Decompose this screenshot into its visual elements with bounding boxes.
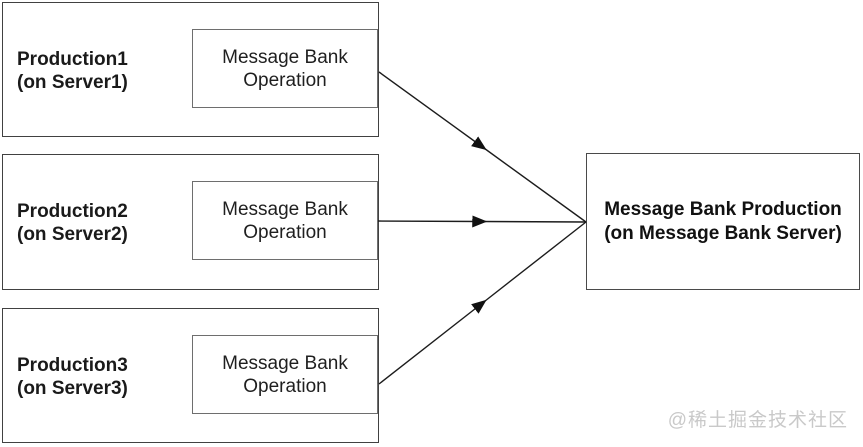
production1-label: Production1 (on Server1) [17, 47, 128, 93]
production3-box: Production3 (on Server3) Message Bank Op… [2, 308, 379, 443]
production1-operation-box: Message Bank Operation [192, 29, 378, 108]
operation-label-line2: Operation [243, 69, 327, 91]
production2-location: (on Server2) [17, 223, 128, 245]
message-bank-production-box: Message Bank Production (on Message Bank… [586, 153, 860, 290]
production2-operation-box: Message Bank Operation [192, 181, 378, 260]
operation-label-line2: Operation [243, 221, 327, 243]
operation-label-line1: Message Bank [222, 46, 348, 68]
arrow-production2-to-target [377, 215, 587, 228]
production2-box: Production2 (on Server2) Message Bank Op… [2, 154, 379, 290]
production3-label: Production3 (on Server3) [17, 353, 128, 399]
watermark-text: @稀土掘金技术社区 [667, 410, 848, 431]
production3-name: Production3 [17, 354, 128, 376]
production1-name: Production1 [17, 48, 128, 70]
operation-label-line1: Message Bank [222, 198, 348, 220]
production2-name: Production2 [17, 200, 128, 222]
production1-location: (on Server1) [17, 71, 128, 93]
target-location: (on Message Bank Server) [604, 222, 842, 244]
production1-box: Production1 (on Server1) Message Bank Op… [2, 2, 379, 137]
production3-location: (on Server3) [17, 377, 128, 399]
arrow-production1-to-target [378, 71, 587, 223]
target-name: Message Bank Production [604, 198, 842, 220]
operation-label-line2: Operation [243, 375, 327, 397]
operation-label-line1: Message Bank [222, 352, 348, 374]
production3-operation-box: Message Bank Operation [192, 335, 378, 414]
production2-label: Production2 (on Server2) [17, 200, 128, 246]
arrow-production3-to-target [378, 221, 587, 385]
